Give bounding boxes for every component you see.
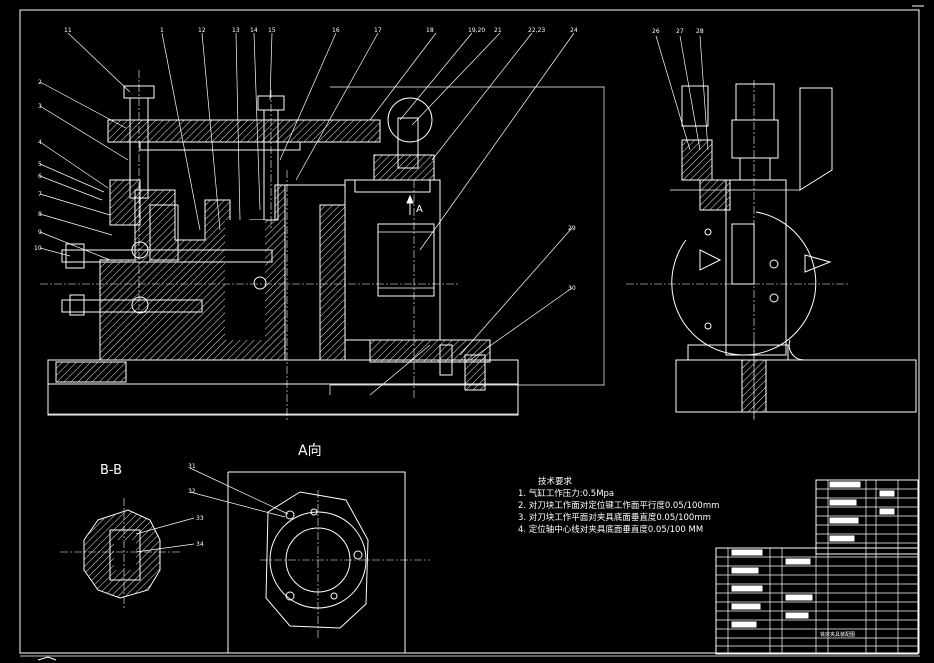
svg-text:14: 14 xyxy=(250,27,258,34)
svg-text:22,23: 22,23 xyxy=(528,27,545,34)
svg-text:10: 10 xyxy=(34,245,42,252)
svg-text:29: 29 xyxy=(568,225,576,232)
front-part-labels: 11 1 2 3 4 5 6 7 8 9 10 12 13 14 15 16 1… xyxy=(34,27,578,252)
a-view: 31 32 A向 xyxy=(188,443,430,653)
svg-text:18: 18 xyxy=(426,27,434,34)
title-block: 铣床夹具装配图 xyxy=(715,479,919,655)
svg-text:30: 30 xyxy=(568,285,576,292)
side-disk xyxy=(671,211,817,356)
side-part-labels: 26 27 28 29 30 xyxy=(568,28,704,292)
svg-text:34: 34 xyxy=(196,541,204,548)
technical-requirements: 技术要求 1. 气缸工作压力:0.5Mpa 2. 对刀块工作面对定位键工作面平行… xyxy=(518,476,719,535)
section-title: B-B xyxy=(100,463,122,478)
svg-text:13: 13 xyxy=(232,27,240,34)
svg-text:26: 26 xyxy=(652,28,660,35)
svg-text:5: 5 xyxy=(38,161,42,168)
svg-text:11: 11 xyxy=(64,27,72,34)
drawing-frame xyxy=(19,9,920,654)
svg-text:24: 24 xyxy=(570,27,578,34)
svg-text:32: 32 xyxy=(188,488,196,495)
svg-text:4: 4 xyxy=(38,139,42,146)
svg-text:8: 8 xyxy=(38,211,42,218)
svg-text:12: 12 xyxy=(198,27,206,34)
side-view xyxy=(626,35,917,420)
locating-shaft xyxy=(61,249,273,263)
tech-req-item-2: 2. 对刀块工作面对定位键工作面平行度0.05/100mm xyxy=(518,500,719,511)
a-arrow-label: A xyxy=(416,204,423,215)
a-view-flange xyxy=(265,491,369,629)
side-base xyxy=(675,359,917,413)
svg-text:7: 7 xyxy=(38,191,42,198)
cursor-mark xyxy=(37,656,57,661)
svg-text:2: 2 xyxy=(38,79,42,86)
tech-req-item-1: 1. 气缸工作压力:0.5Mpa xyxy=(518,488,614,499)
svg-text:31: 31 xyxy=(188,463,196,470)
svg-text:3: 3 xyxy=(38,103,42,110)
svg-text:21: 21 xyxy=(494,27,502,34)
svg-text:27: 27 xyxy=(676,28,684,35)
section-bb: 33 34 B-B xyxy=(60,463,204,610)
svg-text:9: 9 xyxy=(38,229,42,236)
workpiece xyxy=(344,179,441,341)
tech-req-item-4: 4. 定位轴中心线对夹具底面垂直度0.05/100 MM xyxy=(518,524,703,535)
bom-lower xyxy=(715,547,919,655)
tech-req-item-3: 3. 对刀块工作平面对夹具底面垂直度0.05/100mm xyxy=(518,512,711,523)
clamp-bar xyxy=(107,119,381,143)
svg-text:1: 1 xyxy=(160,27,164,34)
svg-text:17: 17 xyxy=(374,27,382,34)
svg-text:6: 6 xyxy=(38,173,42,180)
svg-text:19,20: 19,20 xyxy=(468,27,485,34)
tech-req-title: 技术要求 xyxy=(538,476,573,487)
svg-text:16: 16 xyxy=(332,27,340,34)
svg-text:28: 28 xyxy=(696,28,704,35)
front-leaders xyxy=(39,32,575,396)
svg-text:15: 15 xyxy=(268,27,276,34)
front-view: A xyxy=(40,70,605,420)
a-view-title: A向 xyxy=(298,443,322,459)
svg-text:33: 33 xyxy=(196,515,204,522)
title-block-name: 铣床夹具装配图 xyxy=(820,631,855,638)
